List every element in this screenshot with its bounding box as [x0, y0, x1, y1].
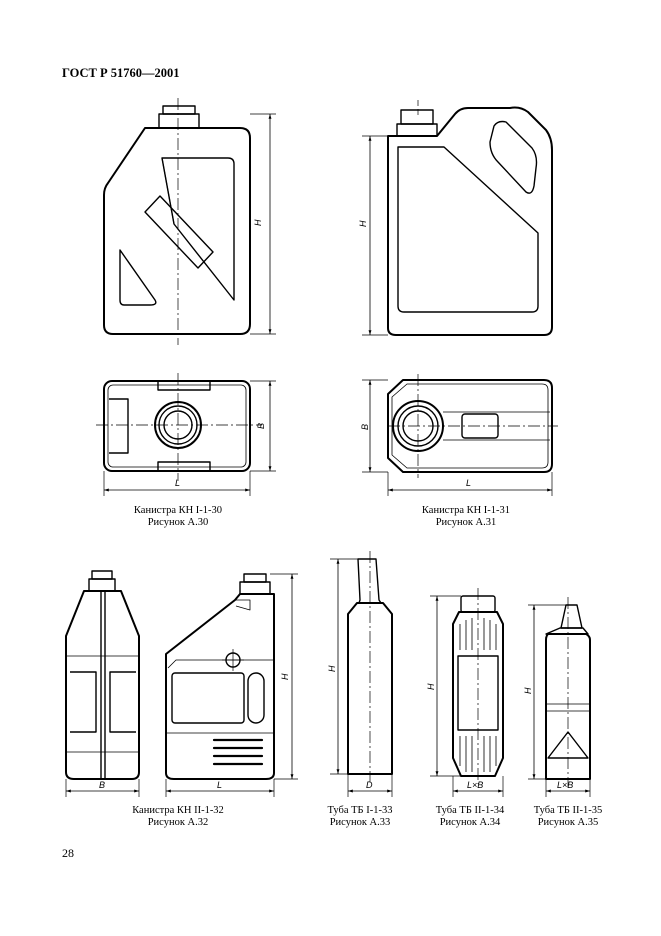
canister-a30-top — [96, 373, 276, 496]
dim-b-a30: B — [256, 423, 266, 429]
canister-a31-front — [362, 100, 553, 336]
caption-number: Рисунок А.32 — [147, 817, 209, 828]
canister-a30-front — [103, 98, 276, 345]
dim-l-a31: L — [466, 478, 471, 488]
dim-h-a33: H — [327, 665, 337, 672]
caption-name: Туба ТБ II-1-34 — [435, 805, 505, 816]
caption-name: Туба ТБ II-1-35 — [533, 805, 603, 816]
dim-h-a34: H — [426, 683, 436, 690]
tube-a34 — [430, 588, 504, 797]
caption-figure-a35: Туба ТБ II-1-35 Рисунок А.35 — [518, 805, 618, 829]
caption-name: Туба ТБ I-1-33 — [327, 805, 393, 816]
document-header: ГОСТ Р 51760—2001 — [62, 66, 180, 80]
caption-number: Рисунок А.31 — [435, 517, 497, 528]
caption-figure-a30: Канистра КН I-1-30 Рисунок А.30 — [118, 505, 238, 529]
dim-lxb-a35: L×B — [557, 780, 573, 790]
dim-h-a35: H — [523, 687, 533, 694]
tube-a35 — [528, 597, 591, 797]
caption-number: Рисунок А.34 — [439, 817, 501, 828]
dim-lxb-a34: L×B — [467, 780, 483, 790]
caption-figure-a32: Канистра КН II-1-32 Рисунок А.32 — [113, 805, 243, 829]
caption-figure-a33: Туба ТБ I-1-33 Рисунок А.33 — [310, 805, 410, 829]
caption-figure-a31: Канистра КН I-1-31 Рисунок А.31 — [406, 505, 526, 529]
dim-h-a31: H — [358, 220, 368, 227]
dim-b-a32: B — [99, 780, 105, 790]
dim-b-a31: B — [360, 424, 370, 430]
caption-name: Канистра КН I-1-30 — [133, 505, 223, 516]
page-number: 28 — [62, 846, 74, 860]
canister-a32 — [65, 570, 298, 797]
caption-name: Канистра КН II-1-32 — [132, 805, 224, 816]
dim-h-a32: H — [280, 673, 290, 680]
caption-name: Канистра КН I-1-31 — [421, 505, 511, 516]
caption-figure-a34: Туба ТБ II-1-34 Рисунок А.34 — [420, 805, 520, 829]
tube-a33 — [330, 551, 393, 797]
dim-l-a32: L — [217, 780, 222, 790]
caption-number: Рисунок А.35 — [537, 817, 599, 828]
dim-h-a30: H — [253, 219, 263, 226]
caption-number: Рисунок А.30 — [147, 517, 209, 528]
dim-d-a33: D — [366, 780, 373, 790]
dim-l-a30: L — [175, 478, 180, 488]
caption-number: Рисунок А.33 — [329, 817, 391, 828]
canister-a31-top — [362, 374, 558, 496]
